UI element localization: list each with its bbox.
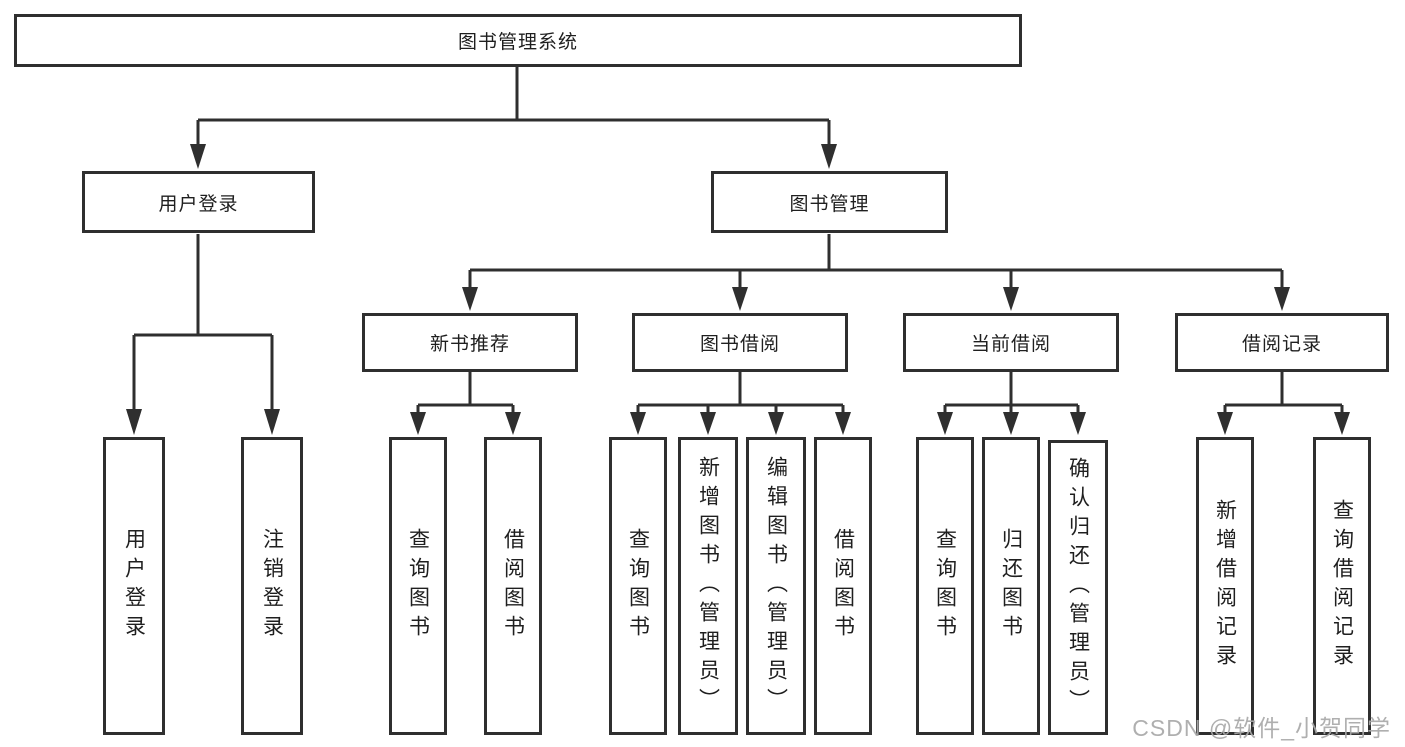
leaf-label: 用户登录 — [122, 528, 146, 644]
node-book-management: 图书管理 — [711, 171, 948, 233]
node-book-borrowing: 图书借阅 — [632, 313, 848, 372]
node-label: 用户登录 — [158, 193, 239, 215]
leaf-edit-books-admin: 编辑图书（管理员） — [746, 437, 806, 735]
leaf-label: 确认归还（管理员） — [1066, 457, 1090, 718]
leaf-borrow-books: 借阅图书 — [814, 437, 872, 735]
leaf-label: 新增借阅记录 — [1213, 499, 1237, 673]
leaf-add-borrow-record: 新增借阅记录 — [1196, 437, 1254, 735]
node-label: 图书借阅 — [699, 334, 780, 355]
arrowheads — [126, 144, 1350, 435]
node-new-book-recommend: 新书推荐 — [362, 313, 578, 372]
node-label: 借阅记录 — [1241, 334, 1322, 355]
leaf-query-books-recommend: 查询图书 — [389, 437, 447, 735]
leaf-return-books: 归还图书 — [982, 437, 1040, 735]
node-library-management-system: 图书管理系统 — [14, 14, 1022, 67]
leaf-label: 归还图书 — [999, 528, 1023, 644]
leaf-label: 借阅图书 — [501, 528, 525, 644]
leaf-label: 注销登录 — [260, 528, 284, 644]
leaf-query-books-current: 查询图书 — [916, 437, 974, 735]
leaf-label: 新增图书（管理员） — [696, 455, 720, 717]
leaf-add-books-admin: 新增图书（管理员） — [678, 437, 738, 735]
leaf-borrow-books-recommend: 借阅图书 — [484, 437, 542, 735]
leaf-logout: 注销登录 — [241, 437, 303, 735]
leaf-query-borrow-record: 查询借阅记录 — [1313, 437, 1371, 735]
leaf-label: 查询图书 — [626, 528, 650, 644]
leaf-label: 编辑图书（管理员） — [764, 455, 788, 717]
leaf-label: 借阅图书 — [831, 528, 855, 644]
leaf-label: 查询图书 — [406, 528, 430, 644]
node-user-login: 用户登录 — [82, 171, 315, 233]
node-label: 当前借阅 — [970, 334, 1051, 355]
node-label: 新书推荐 — [429, 334, 510, 355]
leaf-label: 查询图书 — [933, 528, 957, 644]
node-current-borrowing: 当前借阅 — [903, 313, 1119, 372]
leaf-user-login: 用户登录 — [103, 437, 165, 735]
leaf-label: 查询借阅记录 — [1330, 499, 1354, 673]
csdn-watermark: CSDN @软件_小贺同学 — [1132, 715, 1391, 741]
node-label: 图书管理系统 — [457, 32, 578, 53]
node-borrowing-records: 借阅记录 — [1175, 313, 1389, 372]
leaf-query-books-borrow: 查询图书 — [609, 437, 667, 735]
node-label: 图书管理 — [789, 193, 870, 215]
leaf-confirm-return-admin: 确认归还（管理员） — [1048, 440, 1108, 735]
